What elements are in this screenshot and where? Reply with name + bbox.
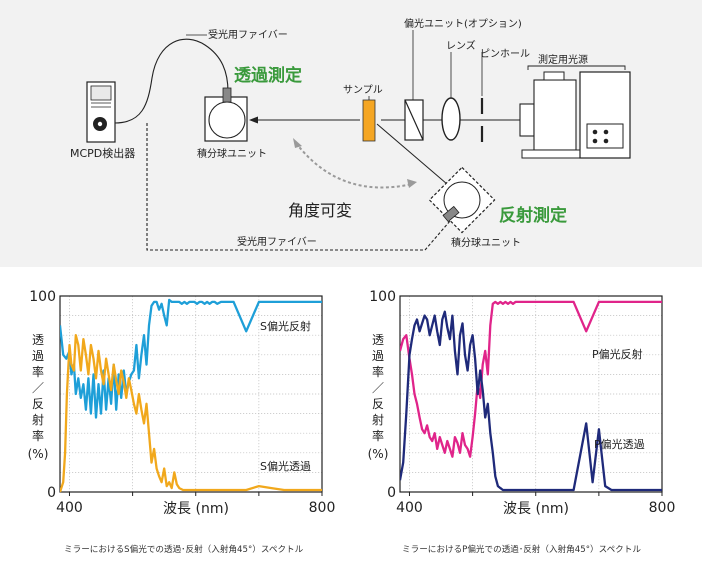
s-chart-caption: ミラーにおけるS偏光での透過･反射（入射角45°）スペクトル — [64, 545, 304, 555]
light-source-icon — [519, 71, 631, 159]
x-axis-label: 波長 (nm) — [163, 501, 229, 517]
y-axis-label-char: 率 — [372, 364, 384, 379]
plot-frame — [399, 295, 663, 493]
top-fiber-line — [114, 38, 229, 124]
y-axis-label-char: 過 — [32, 349, 44, 363]
series-line — [400, 310, 662, 492]
y-axis-label-char: 過 — [372, 349, 384, 363]
reflection-fiber-port — [442, 205, 460, 223]
y-axis-label: 透過率／反射率(%) — [28, 333, 49, 461]
pinhole-label: ピンホール — [480, 48, 530, 60]
y-axis-label-unit: (%) — [368, 447, 389, 461]
y-axis-label-char: 反 — [32, 397, 44, 411]
polarizer-label: 偏光ユニット(オプション) — [404, 17, 522, 30]
y-axis-label-char: 反 — [372, 397, 384, 411]
transmission-title: 透過測定 — [234, 65, 302, 86]
polarizer-icon — [404, 99, 424, 141]
angle-label: 角度可変 — [288, 201, 352, 220]
y-axis-label-char: 率 — [32, 364, 44, 379]
y-axis-label-char: 透 — [372, 333, 384, 347]
x-axis-label: 波長 (nm) — [503, 501, 569, 517]
series-label: P偏光透過 — [594, 437, 645, 451]
reflected-beam-line — [376, 123, 448, 185]
x-tick-label: 800 — [649, 500, 676, 516]
sphere-label-bottom: 積分球ユニット — [451, 236, 521, 249]
fiber-top-label: 受光用ファイバー — [208, 28, 288, 41]
lens-label: レンズ — [446, 39, 476, 52]
x-tick-label: 400 — [56, 500, 83, 516]
sphere-label-top: 積分球ユニット — [197, 147, 267, 160]
y-tick-label: 0 — [387, 485, 396, 501]
y-axis-label-char: 射 — [372, 412, 384, 427]
series-line — [60, 298, 322, 419]
detector-label: MCPD検出器 — [70, 146, 135, 160]
series-label: P偏光反射 — [592, 347, 643, 361]
y-axis-label-char: ／ — [32, 381, 44, 395]
beam-arrowhead — [249, 116, 258, 124]
measurement-setup-diagram: 受光用ファイバー 受光用ファイバー MCPD検出器 透過測定 反射測定 積分球ユ… — [0, 0, 702, 267]
p-chart-caption: ミラーにおけるP偏光での透過･反射（入射角45°）スペクトル — [402, 545, 641, 555]
y-axis-label: 透過率／反射率(%) — [368, 333, 389, 461]
x-tick-label: 400 — [396, 500, 423, 516]
reflection-title: 反射測定 — [499, 205, 567, 226]
y-axis-label-char: 射 — [32, 412, 44, 427]
series-label: S偏光透過 — [260, 459, 311, 473]
y-tick-label: 100 — [29, 289, 56, 305]
sample-plate-icon — [362, 99, 376, 142]
bottom-fiber-line — [146, 123, 451, 251]
y-tick-label: 100 — [369, 289, 396, 305]
y-axis-label-unit: (%) — [28, 447, 49, 461]
lens-icon — [441, 97, 461, 141]
series-label: S偏光反射 — [260, 319, 311, 333]
angle-arrow-right-icon — [407, 179, 417, 188]
y-tick-label: 0 — [47, 485, 56, 501]
fiber-bottom-label: 受光用ファイバー — [237, 235, 317, 248]
light-source-bracket — [527, 65, 626, 70]
y-axis-label-char: 率 — [32, 428, 44, 443]
light-source-label: 測定用光源 — [538, 53, 588, 66]
x-tick-label: 800 — [309, 500, 336, 516]
mcpd-detector-icon — [86, 81, 116, 143]
series-line — [60, 334, 322, 493]
plot-frame — [59, 295, 323, 493]
angle-arrow-left-icon — [293, 138, 302, 148]
sample-label: サンプル — [343, 84, 383, 96]
y-axis-label-char: ／ — [372, 381, 384, 395]
series-line — [400, 300, 662, 458]
y-axis-label-char: 率 — [372, 428, 384, 443]
integrating-sphere-transmission-icon — [204, 87, 248, 142]
y-axis-label-char: 透 — [32, 333, 44, 347]
